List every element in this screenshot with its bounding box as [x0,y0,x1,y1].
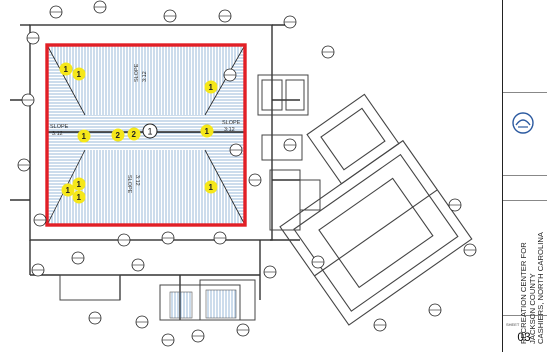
east-rooms [257,74,321,231]
project-title: RECREATION CENTER FOR JACKSON COUNTY CAS… [519,231,546,344]
svg-text:1: 1 [66,186,71,195]
slope-value-west: 3:12 [52,131,63,137]
svg-text:1: 1 [77,193,82,202]
marker-1d: 1 [77,129,91,143]
south-rooms [59,274,256,321]
svg-text:1: 1 [77,70,82,79]
slope-value-south: 3:12 [134,175,140,186]
slope-label-south: SLOPE [126,175,132,194]
svg-text:1: 1 [77,180,82,189]
svg-text:1: 1 [209,183,214,192]
slope-labels: SLOPE 3:12 SLOPE 3:12 SLOPE 3:12 SLOPE 3… [50,63,241,193]
title-block-divider [503,175,547,176]
slope-value-east: 3:12 [224,127,235,133]
marker-1h: 1 [204,180,218,194]
sheet-label: SHEET [506,322,520,327]
stair-hatch-right [205,289,237,319]
marker-extra: 1 [72,190,86,204]
marker-1a: 1 [59,62,73,76]
marker-1f: 1 [72,177,86,191]
marker-1b: 1 [72,67,86,81]
title-block [502,0,547,352]
svg-text:1: 1 [64,65,69,74]
marker-1e: 1 [200,124,214,138]
marker-2a: 2 [111,128,125,142]
title-block-divider [503,200,547,201]
project-line-3: CASHIERS, NORTH CAROLINA [536,231,546,344]
svg-text:1: 1 [82,132,87,141]
firm-logo-icon [512,112,534,134]
yellow-markers: 1 1 1 1 2 2 1 1 1 1 [59,62,218,197]
marker-1g: 1 [61,183,75,197]
slope-label-west: SLOPE [50,124,69,130]
marker-2b: 2 [127,127,141,141]
svg-text:2: 2 [132,130,137,139]
title-block-divider [503,92,547,93]
stair-hatch-left [169,291,193,319]
slope-value-north: 3:12 [142,71,148,82]
slope-label-east: SLOPE [222,120,241,126]
center-marker-label: 1 [148,127,153,137]
svg-text:1: 1 [205,127,210,136]
callout-dividers [18,6,476,341]
highlight-boundary [45,43,247,227]
svg-text:1: 1 [209,83,214,92]
sheet-number: 03 [517,330,531,344]
rotated-wing [279,93,473,326]
slope-label-north: SLOPE [134,63,140,82]
title-block-divider [503,315,547,316]
roof-floor-plan: SLOPE 3:12 SLOPE 3:12 SLOPE 3:12 SLOPE 3… [10,0,477,347]
roof-planes [47,45,245,225]
svg-text:2: 2 [116,131,121,140]
center-marker-circle [142,123,158,139]
marker-1c: 1 [204,80,218,94]
